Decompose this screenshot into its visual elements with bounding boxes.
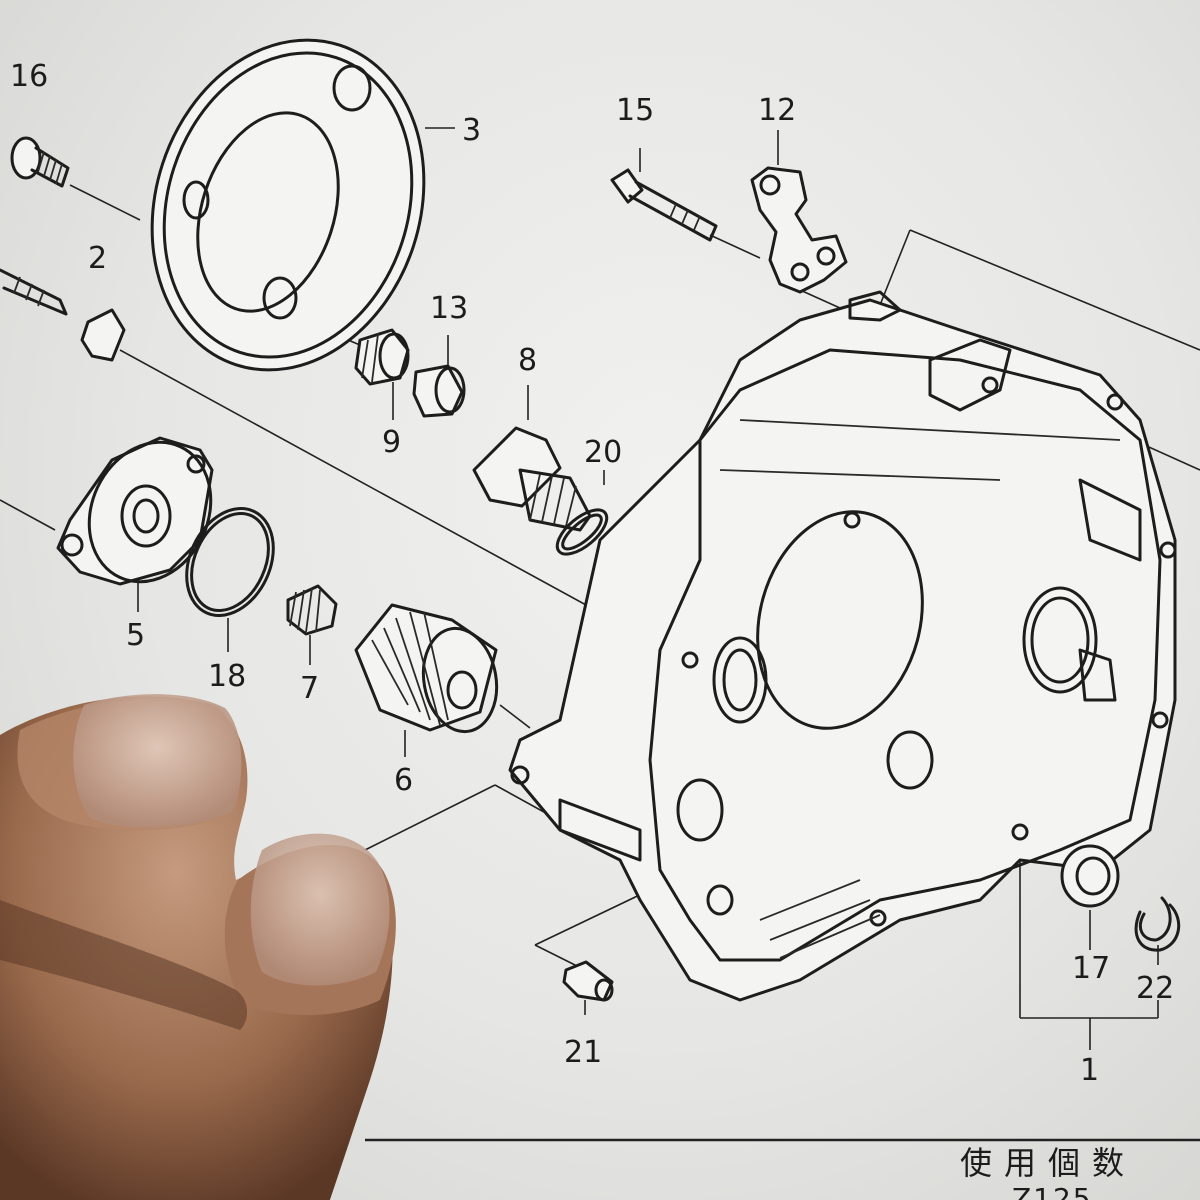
part-8-drain-bolt <box>472 426 592 532</box>
callout-9: 9 <box>382 425 401 460</box>
callout-7: 7 <box>300 671 319 706</box>
callout-6: 6 <box>394 763 413 798</box>
callout-22: 22 <box>1136 971 1174 1006</box>
callout-21: 21 <box>564 1035 602 1070</box>
callout-3: 3 <box>462 113 481 148</box>
part-17-seal <box>1060 844 1120 908</box>
footer-table-header: 使用個数 Z125 <box>940 1130 1200 1200</box>
part-22-circlip <box>1134 896 1181 952</box>
callout-15: 15 <box>616 93 654 128</box>
usage-quantity-label: 使用個数 <box>960 1144 1137 1182</box>
callout-labels: 16 3 2 13 9 8 20 15 12 5 18 7 6 17 22 1 … <box>10 59 1174 1088</box>
callout-2: 2 <box>88 241 107 276</box>
part-7-spring <box>286 584 338 636</box>
part-13-collar <box>412 364 466 418</box>
part-18-o-ring <box>185 507 275 617</box>
callout-16: 16 <box>10 59 48 94</box>
part-20-o-ring <box>555 508 609 556</box>
part-5-filter-cover <box>56 436 214 586</box>
callout-8: 8 <box>518 343 537 378</box>
part-21-dowel-pin <box>562 960 614 1002</box>
part-15-bolt <box>610 168 718 242</box>
model-code: Z125 <box>1012 1182 1093 1200</box>
callout-1: 1 <box>1080 1053 1099 1088</box>
part-6-oil-filter <box>354 603 499 734</box>
callout-12: 12 <box>758 93 796 128</box>
part-16-bolt <box>10 136 70 188</box>
callout-17: 17 <box>1072 951 1110 986</box>
callout-5: 5 <box>126 618 145 653</box>
part-12-bracket <box>750 166 848 294</box>
part-2-clip <box>0 268 126 362</box>
part-1-crankcase-cover <box>508 290 1177 1002</box>
part-3-cover-plate <box>150 38 426 372</box>
callout-13: 13 <box>430 291 468 326</box>
part-9-grommet <box>354 328 410 386</box>
callout-18: 18 <box>208 659 246 694</box>
callout-20: 20 <box>584 435 622 470</box>
